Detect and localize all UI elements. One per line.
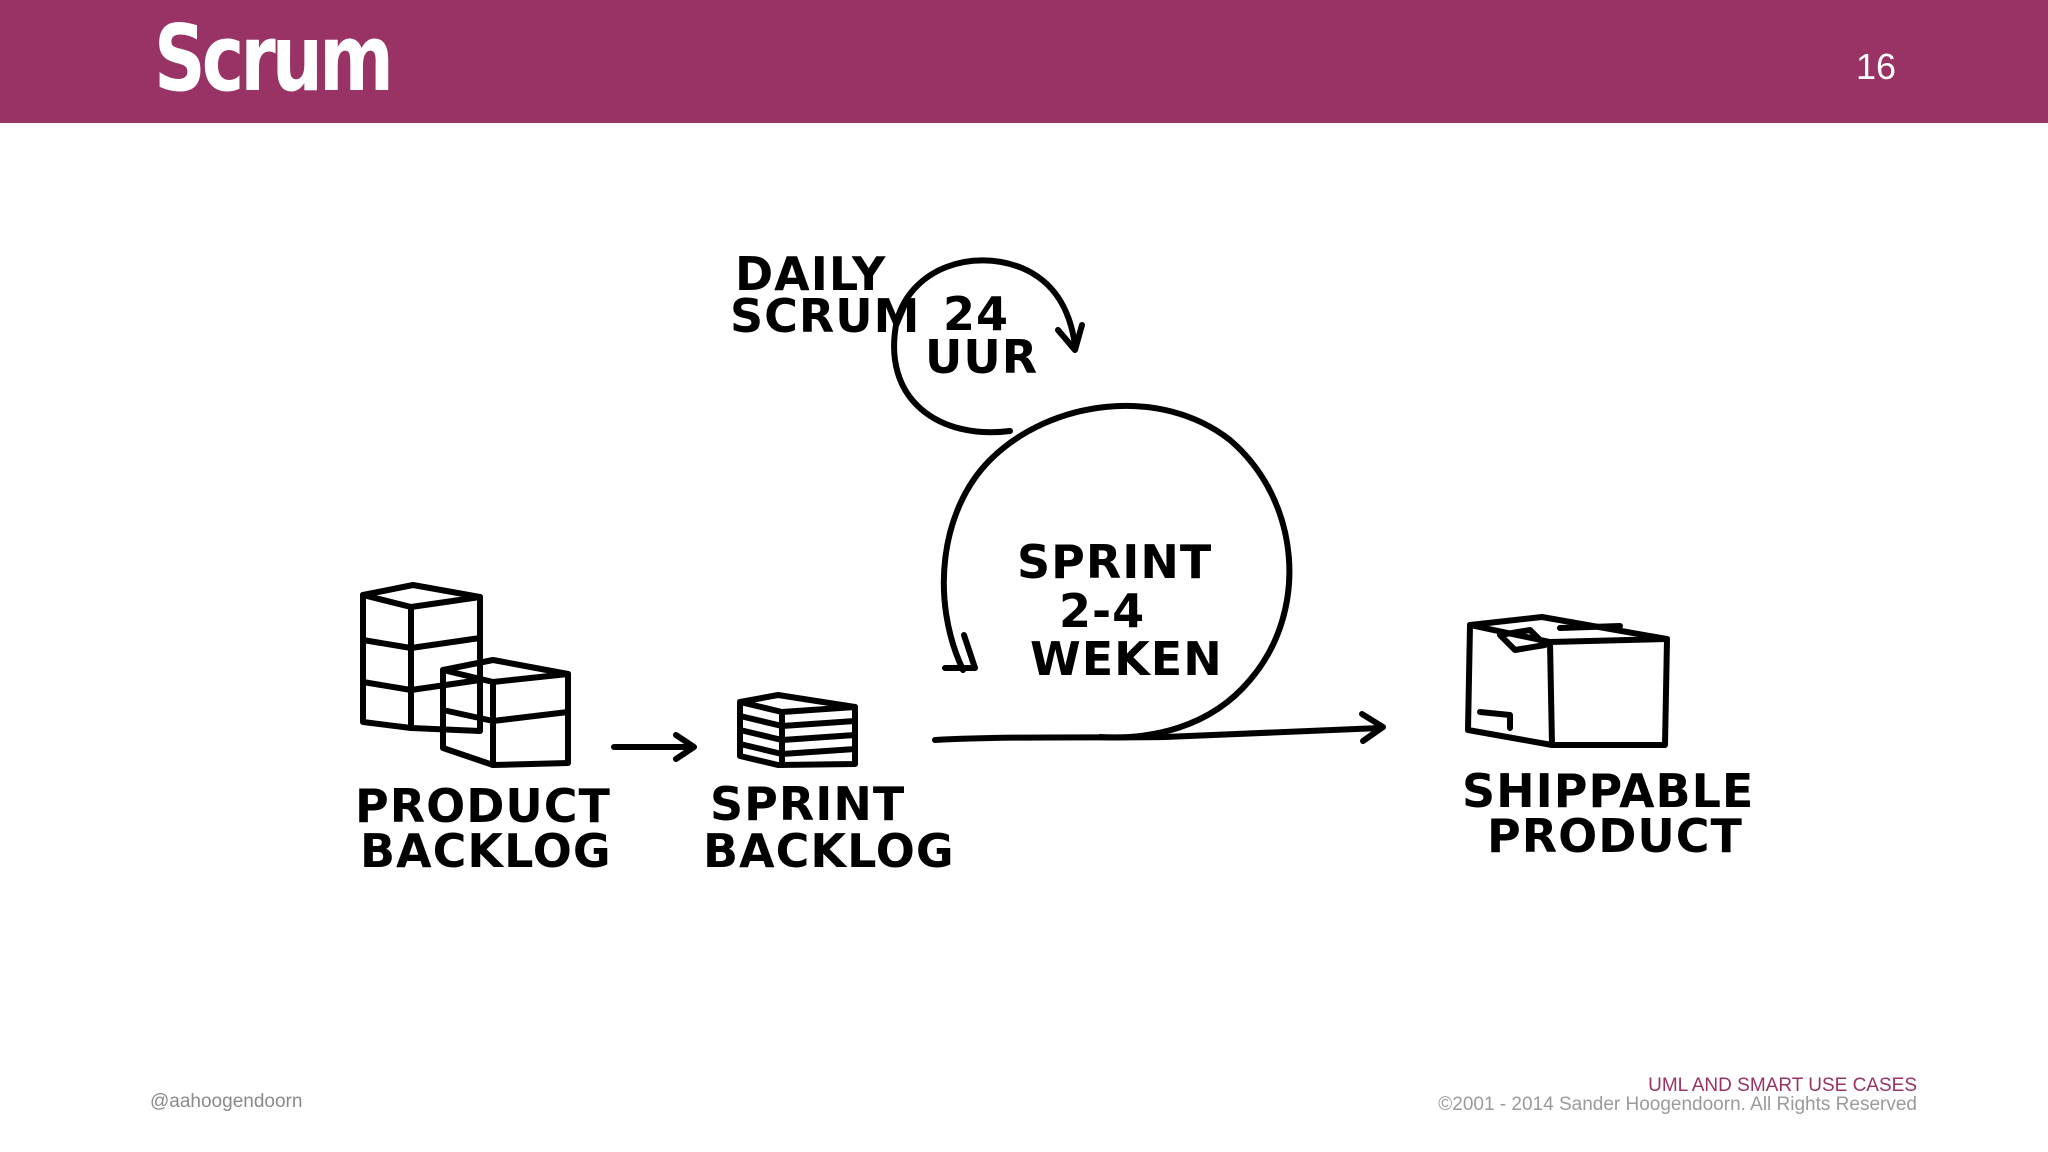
product-backlog-boxes-icon [360, 582, 571, 768]
page-number: 16 [1855, 46, 1896, 87]
product-backlog-label-line2: BACKLOG [360, 824, 612, 878]
daily-scrum-loop-icon [891, 257, 1085, 436]
slide-title: Scrum [154, 5, 394, 112]
shippable-product-label-line2: PRODUCT [1487, 809, 1743, 863]
sprint-label-line3: WEKEN [1030, 632, 1223, 686]
sprint-label-line1: SPRINT [1017, 535, 1212, 589]
daily-scrum-label-line1: DAILY [735, 247, 886, 301]
shippable-product-box-icon [1465, 614, 1670, 748]
cycle-duration-line1: 24 [943, 287, 1009, 341]
arrow-to-shippable-product-icon [932, 711, 1386, 744]
cycle-duration-line2: UUR [925, 330, 1038, 384]
sprint-cycle-icon [940, 402, 1293, 741]
daily-scrum-label-line2: SCRUM [730, 289, 920, 343]
scrum-diagram: DAILY SCRUM 24 UUR SPRINT 2-4 WEKEN PROD… [355, 247, 1754, 878]
product-backlog-label-line1: PRODUCT [355, 779, 611, 833]
sprint-label-line2: 2-4 [1059, 584, 1145, 638]
twitter-handle: @aahoogendoorn [150, 1091, 303, 1112]
sprint-backlog-stack-icon [737, 692, 858, 768]
slide-header: Scrum 16 [0, 0, 2048, 123]
shippable-product-label-line1: SHIPPABLE [1462, 764, 1754, 818]
copyright: ©2001 - 2014 Sander Hoogendoorn. All Rig… [1438, 1094, 1917, 1115]
sprint-backlog-label-line2: BACKLOG [703, 824, 955, 878]
course-title: UML AND SMART USE CASES [1648, 1075, 1917, 1096]
sprint-backlog-label-line1: SPRINT [710, 777, 905, 831]
arrow-to-sprint-backlog-icon [611, 732, 697, 762]
